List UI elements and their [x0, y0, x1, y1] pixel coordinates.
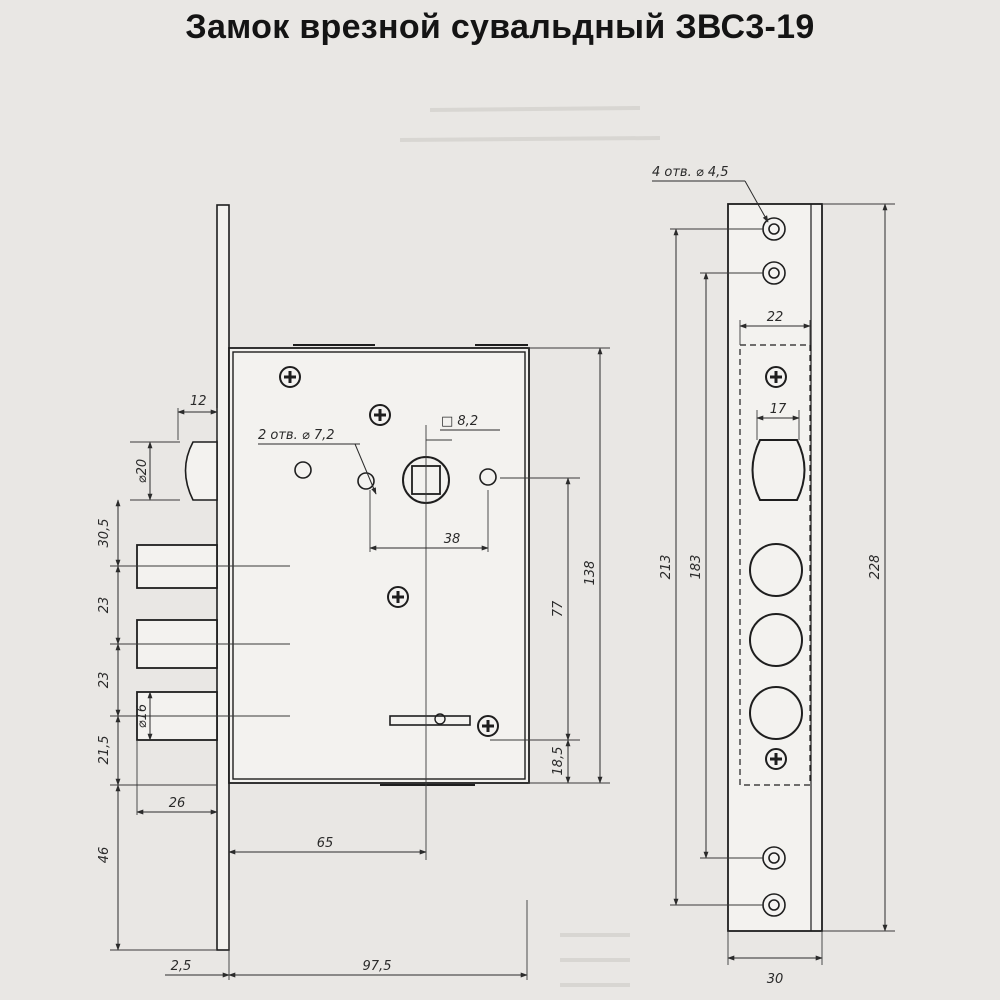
right-dimension-lines — [652, 180, 888, 961]
key-slot — [389, 715, 471, 726]
dim-bolt-dia: ⌀16 — [135, 704, 150, 728]
page-title: Замок врезной сувальдный ЗВС3-19 — [185, 8, 815, 46]
dim-body-height: 138 — [583, 561, 598, 586]
latch-opening — [751, 439, 806, 501]
dim-latch-width: 17 — [770, 402, 787, 417]
latch-bolt — [184, 441, 218, 501]
bolt-cutout — [739, 344, 811, 786]
faceplate — [216, 204, 230, 951]
screw-icon — [764, 365, 788, 389]
dim-hole-spacing: 38 — [444, 532, 461, 547]
dim-backset: 65 — [317, 836, 334, 851]
dim-key-offset: 18,5 — [551, 747, 566, 776]
dim-holes-4: 4 отв. ⌀ 4,5 — [652, 165, 729, 180]
dim-plate-width: 30 — [767, 972, 784, 987]
dim-bottom-offset: 46 — [97, 847, 112, 864]
screw-icon — [764, 747, 788, 771]
dim-height-213: 213 — [659, 555, 674, 580]
dim-strike-dia: ⌀20 — [135, 459, 150, 483]
mounting-hole-icon — [762, 893, 786, 917]
dim-bolt-offset: 30,5 — [97, 519, 112, 548]
faint-background-lines — [399, 106, 661, 987]
dim-height-228: 228 — [868, 555, 883, 580]
dim-strike-width: 12 — [190, 394, 207, 409]
dim-holes-2: 2 отв. ⌀ 7,2 — [258, 428, 335, 443]
screw-icon — [476, 714, 500, 738]
mounting-hole-icon — [762, 217, 786, 241]
dim-height-183: 183 — [689, 555, 704, 580]
screw-icon — [386, 585, 410, 609]
dead-bolt-1 — [136, 544, 218, 589]
dim-cutout-width: 22 — [767, 310, 784, 325]
mounting-hole-icon — [762, 846, 786, 870]
dim-bolt-bottom: 21,5 — [97, 736, 112, 765]
mounting-hole-icon — [762, 261, 786, 285]
left-dimension-lines — [115, 347, 603, 978]
screw-icon — [278, 365, 302, 389]
dim-spindle-to-key: 77 — [551, 600, 566, 617]
dim-spindle: □ 8,2 — [441, 414, 478, 429]
dim-bolt-pitch-2: 23 — [97, 672, 112, 689]
screw-icon — [368, 403, 392, 427]
dim-bolt-pitch-1: 23 — [97, 597, 112, 614]
dim-plate-thickness: 2,5 — [171, 959, 192, 974]
dim-overall-depth: 97,5 — [363, 959, 392, 974]
dim-bolt-projection: 26 — [169, 796, 186, 811]
